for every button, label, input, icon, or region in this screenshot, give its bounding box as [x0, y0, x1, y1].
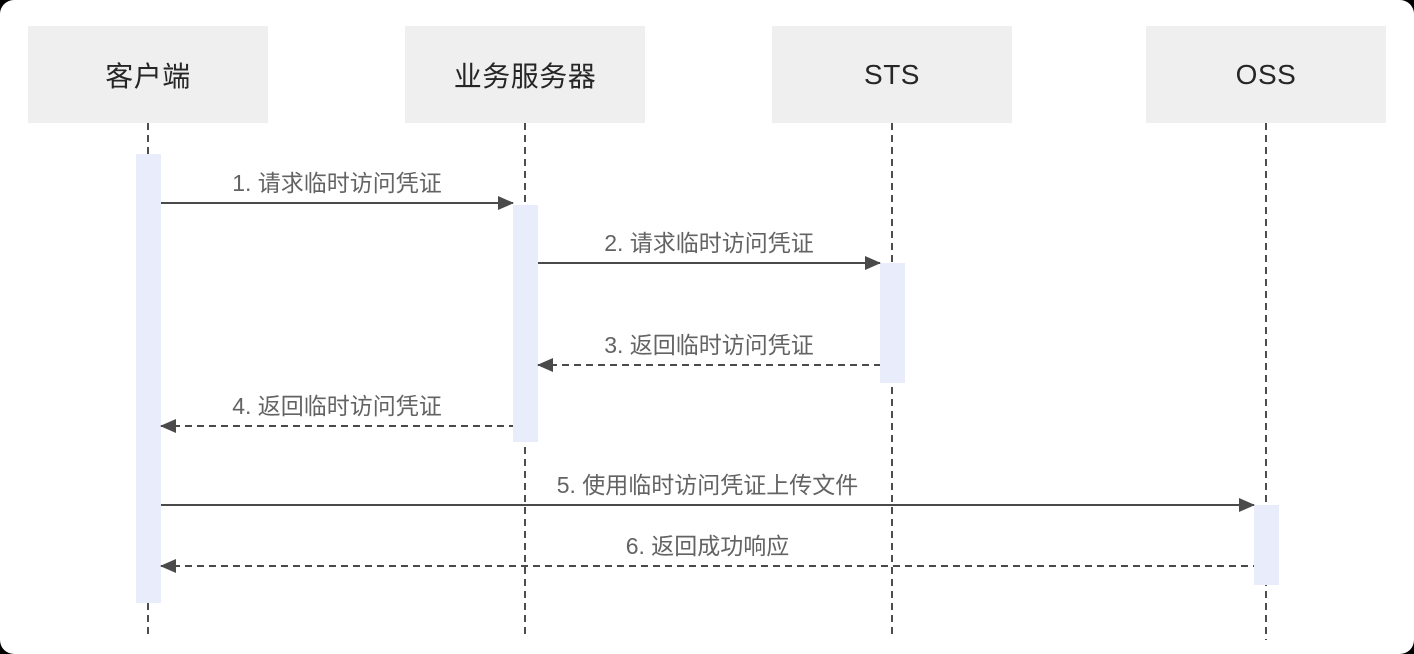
actor-label-oss: OSS: [1235, 58, 1297, 90]
actor-label-client: 客户端: [105, 60, 191, 92]
arrowhead-right-icon: [498, 196, 514, 210]
arrowhead-left-icon: [537, 358, 553, 372]
arrowhead-right-icon: [1239, 498, 1255, 512]
arrowhead-right-icon: [865, 256, 881, 270]
activation-bar-app-server: [513, 205, 538, 442]
message-6-arrow: [160, 559, 1254, 573]
message-4: 4. 返回临时访问凭证: [160, 391, 513, 433]
message-6-label: 6. 返回成功响应: [625, 533, 790, 559]
actor-label-sts: STS: [864, 58, 920, 90]
actor-box-oss: OSS: [1146, 26, 1386, 123]
message-5-arrow: [161, 498, 1255, 512]
message-4-arrow: [160, 419, 513, 433]
activation-bar-sts: [880, 263, 905, 383]
message-4-label: 4. 返回临时访问凭证: [232, 393, 442, 419]
actor-box-sts: STS: [772, 26, 1012, 123]
message-2-label: 2. 请求临时访问凭证: [604, 230, 814, 256]
message-2-arrow: [538, 256, 881, 270]
arrowhead-left-icon: [160, 559, 176, 573]
actor-label-app-server: 业务服务器: [453, 60, 597, 92]
arrowhead-left-icon: [160, 419, 176, 433]
actor-box-client: 客户端: [28, 26, 268, 123]
message-2: 2. 请求临时访问凭证: [538, 228, 881, 270]
activation-bar-client: [136, 154, 161, 603]
actor-box-app-server: 业务服务器: [405, 26, 645, 123]
message-1-arrow: [161, 196, 514, 210]
lifeline-oss: [1265, 123, 1267, 640]
message-1-label: 1. 请求临时访问凭证: [232, 170, 442, 196]
message-1: 1. 请求临时访问凭证: [161, 168, 514, 210]
activation-bar-oss: [1254, 505, 1279, 585]
message-3-arrow: [537, 358, 880, 372]
message-5-label: 5. 使用临时访问凭证上传文件: [556, 472, 859, 498]
message-5: 5. 使用临时访问凭证上传文件: [161, 470, 1255, 512]
message-3: 3. 返回临时访问凭证: [537, 330, 880, 372]
message-3-label: 3. 返回临时访问凭证: [604, 332, 814, 358]
message-6: 6. 返回成功响应: [160, 531, 1254, 573]
